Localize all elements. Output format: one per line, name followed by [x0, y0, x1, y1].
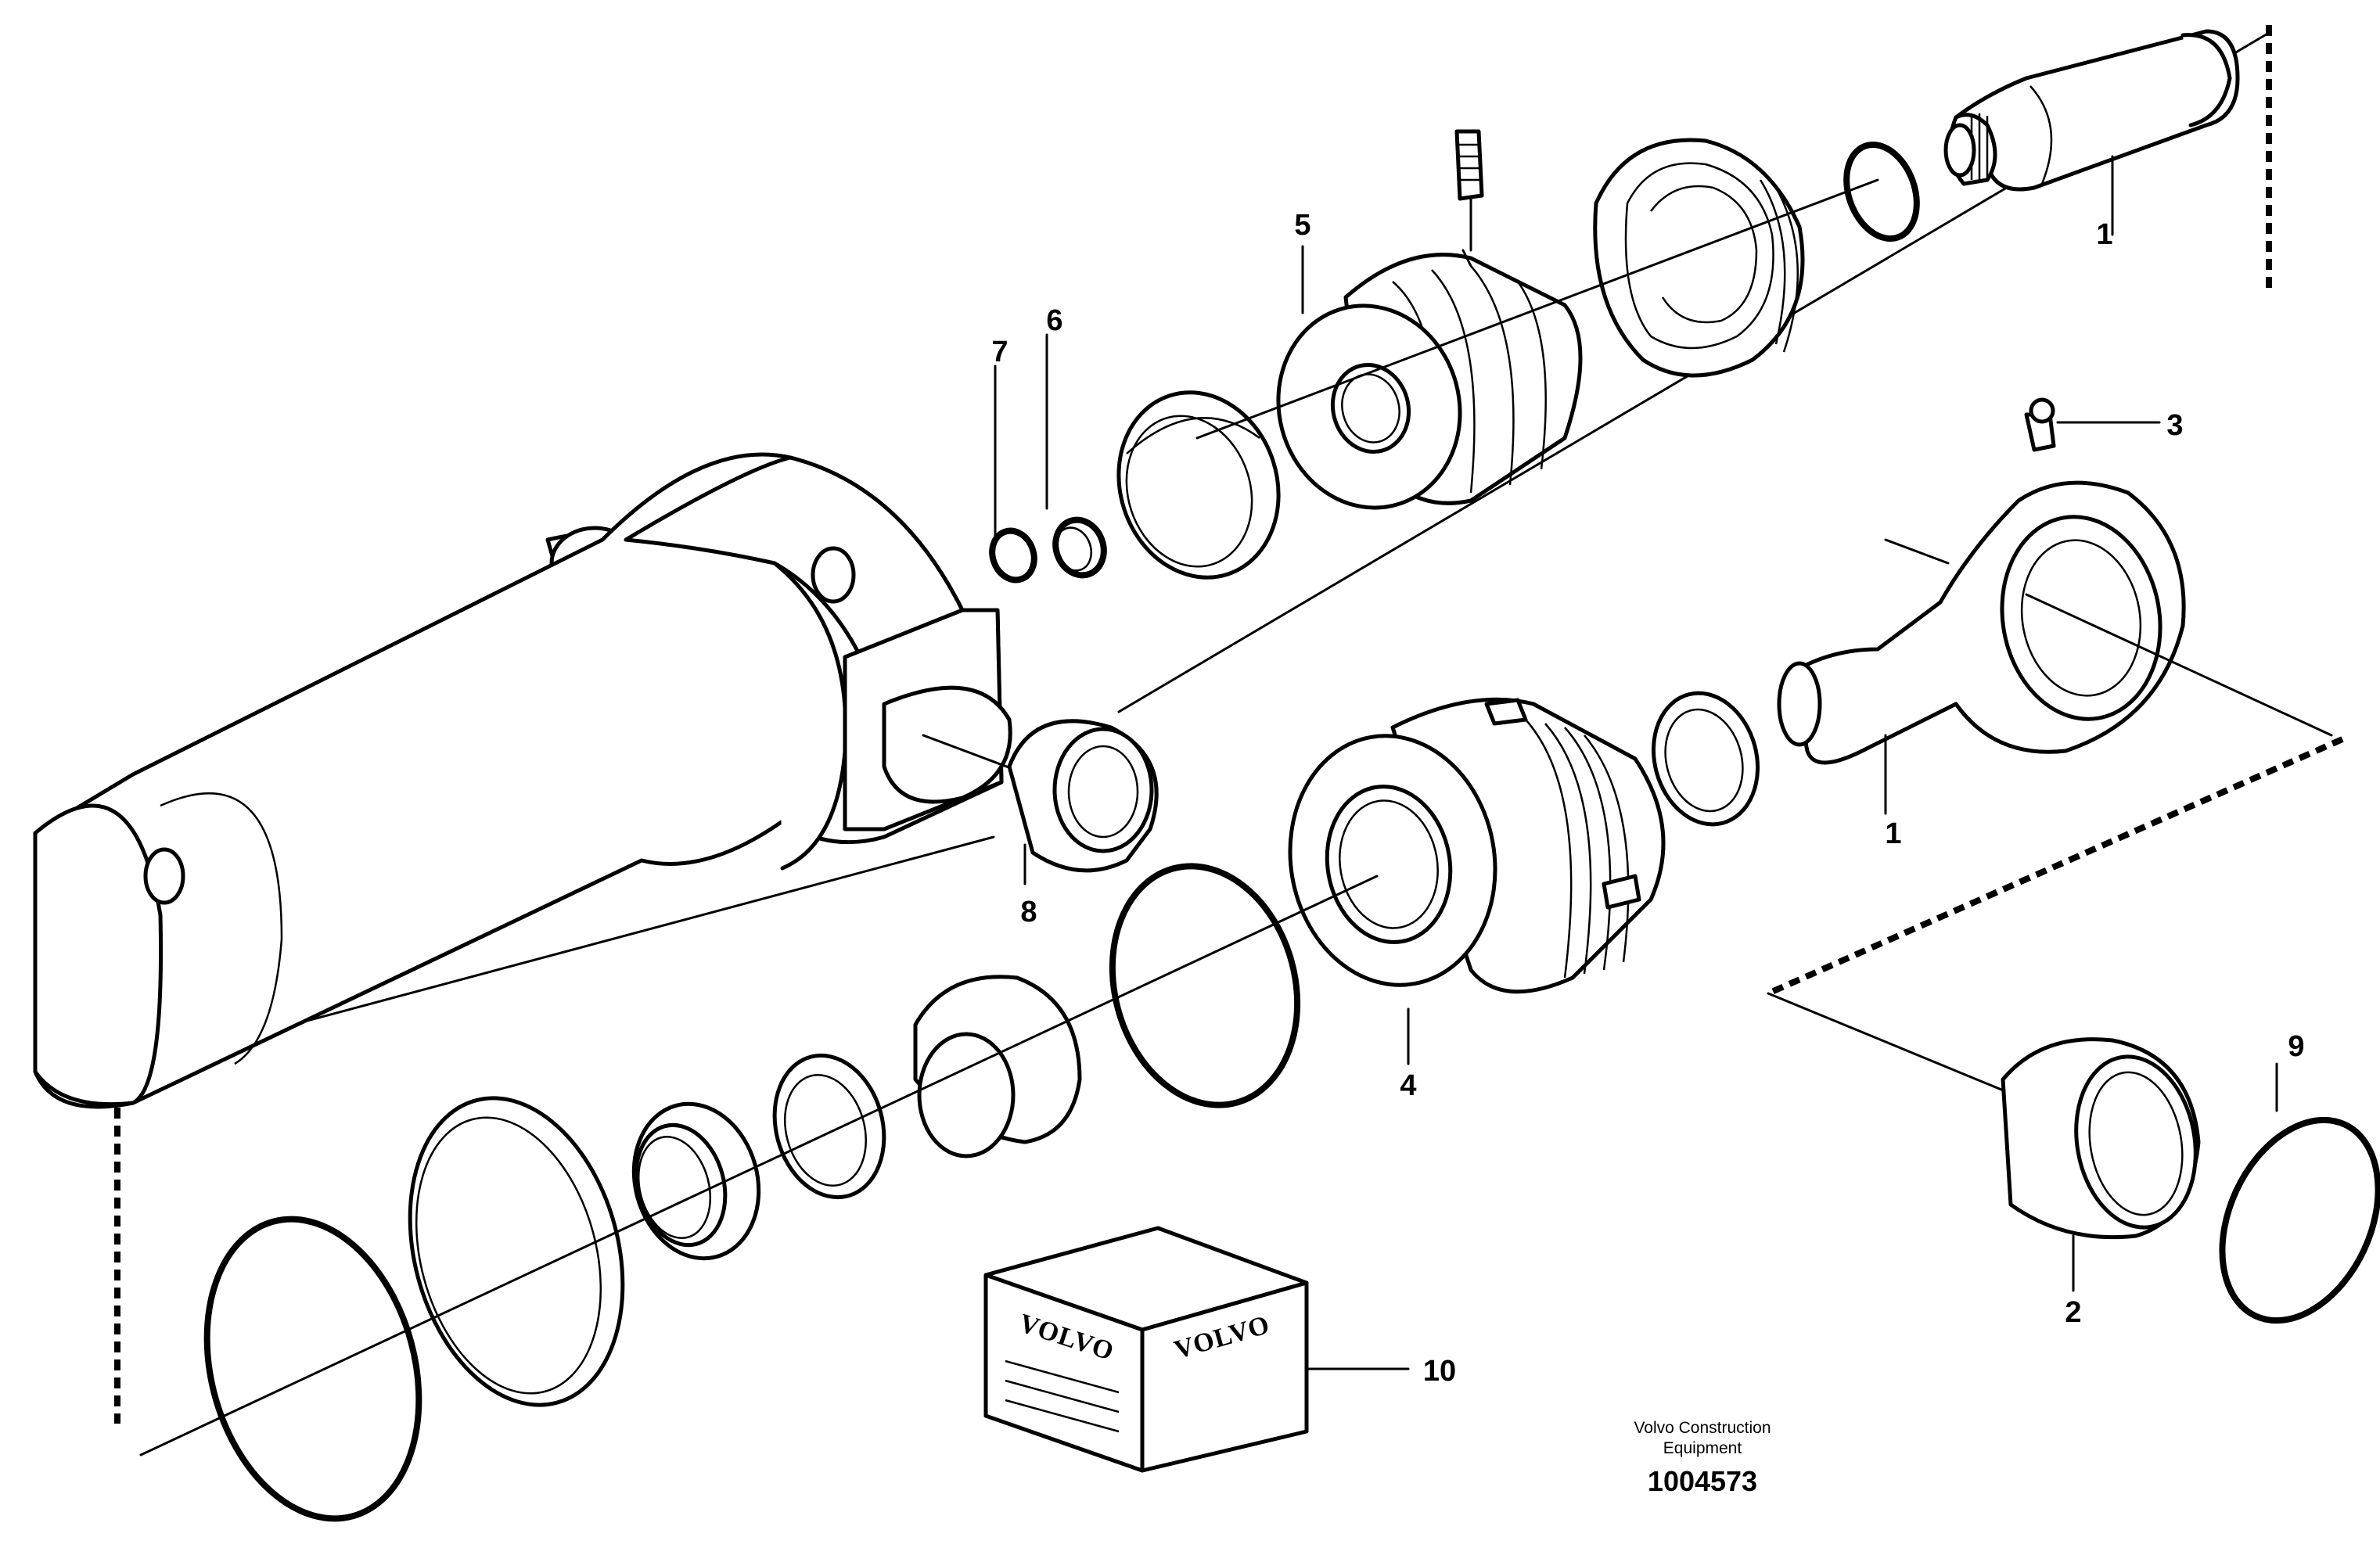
callout-1-rod-eye: 1 — [1885, 817, 1901, 850]
piston-rod-end-top — [1943, 29, 2240, 236]
o-ring-7 — [989, 527, 1037, 584]
rod-seal-lower — [772, 1053, 886, 1200]
piston-5 — [1276, 249, 1583, 510]
bushing-8 — [1007, 719, 1159, 885]
callout-9: 9 — [2288, 1030, 2304, 1063]
footer-drawing-number: 1004573 — [1648, 1465, 1757, 1497]
callout-8: 8 — [1020, 896, 1037, 928]
callout-5: 5 — [1294, 209, 1310, 242]
grease-fitting — [2024, 397, 2161, 452]
seal-kit-box — [983, 1226, 1410, 1473]
leader-lines — [994, 245, 1304, 541]
backup-ring-large — [408, 1096, 625, 1407]
rod-seal-ring — [1651, 691, 1760, 827]
cylinder-tube — [33, 452, 1113, 1109]
gland-nut-top — [1593, 138, 1805, 378]
callout-2: 2 — [2065, 1296, 2081, 1329]
callout-labels: 1 1 2 3 4 5 6 7 8 9 10 — [991, 209, 2304, 1388]
bushing-2 — [2001, 1037, 2201, 1292]
callout-4: 4 — [1400, 1069, 1416, 1102]
o-ring-top — [1843, 141, 1920, 242]
lock-ring-9 — [2219, 1062, 2380, 1324]
callout-7: 7 — [991, 336, 1008, 368]
guide-bushing — [913, 975, 1082, 1158]
o-ring-lower — [203, 1216, 422, 1522]
set-screw — [1454, 129, 1484, 252]
footer-company-line2: Equipment — [1663, 1439, 1742, 1457]
callout-10: 10 — [1423, 1355, 1456, 1388]
assembly-axis-upper — [1195, 178, 1879, 440]
callout-6: 6 — [1046, 304, 1062, 337]
seal-ring-6 — [1052, 516, 1107, 579]
footer-company-line1: Volvo Construction — [1634, 1419, 1771, 1437]
callout-3: 3 — [2166, 409, 2183, 442]
callout-1-rod-top: 1 — [2096, 218, 2112, 251]
cylinder-head-4 — [1288, 697, 1666, 1065]
assembly-axis-lower — [139, 875, 1379, 1456]
wear-ring-top — [1116, 390, 1281, 580]
o-ring-large — [1109, 863, 1301, 1108]
piston-rod-eye — [1777, 480, 2333, 815]
u-cup-seal — [631, 1101, 761, 1261]
